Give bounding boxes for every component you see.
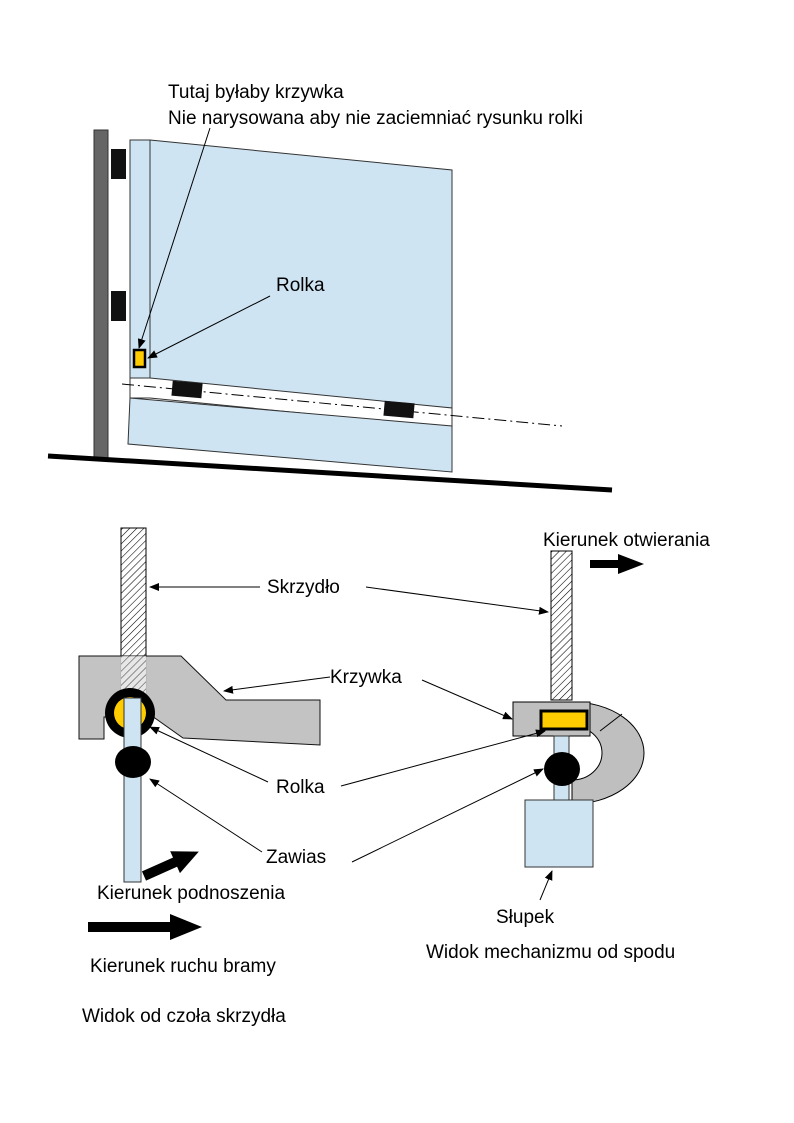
cam-leader-left <box>223 676 331 694</box>
gate-motion-label: Kierunek ruchu bramy <box>90 956 276 977</box>
hinge-block-lower <box>111 291 126 321</box>
hinge-leader-left <box>149 778 263 853</box>
hinge-oval <box>115 746 151 778</box>
roller-top-leader <box>147 295 271 359</box>
leaf-leader-right <box>365 586 549 615</box>
cam-note-line1: Tutaj byłaby krzywka <box>168 82 344 103</box>
panel-hinge-left <box>171 380 203 399</box>
leaf-label: Skrzydło <box>267 577 340 598</box>
hinge-block-upper <box>111 149 126 179</box>
opening-arrow <box>590 554 644 574</box>
gate-motion-arrow <box>88 914 202 940</box>
roller-leader-right <box>340 729 546 787</box>
post-leader <box>539 870 553 901</box>
opening-direction-label: Kierunek otwierania <box>543 530 710 551</box>
leaf-hatched-right <box>550 550 573 701</box>
hinge-leader-right <box>351 768 544 863</box>
cam-segment-line <box>599 713 623 732</box>
post-bar <box>93 129 109 459</box>
front-view: Skrzydło Krzywka Rolka Zawias Kierunek p… <box>78 527 402 1027</box>
cam-note-line2: Nie narysowana aby nie zaciemniać rysunk… <box>168 108 583 129</box>
cam-note-leader <box>137 127 211 349</box>
lower-panel <box>127 397 453 473</box>
roller-small <box>132 348 147 369</box>
ground-line <box>47 453 613 493</box>
cam-label: Krzywka <box>330 667 402 688</box>
gate-panel <box>149 139 453 409</box>
roller-label: Rolka <box>276 777 325 798</box>
roller-horizontal <box>539 709 589 731</box>
panel-hinge-right <box>383 400 415 419</box>
cam-leader-right <box>421 679 513 720</box>
lift-arrow <box>141 851 199 881</box>
post-block <box>524 799 594 868</box>
bottom-view: Kierunek otwierania Słupek Widok mechani… <box>340 530 710 963</box>
bottom-view-caption: Widok mechanizmu od spodu <box>426 942 675 963</box>
front-view-caption: Widok od czoła skrzydła <box>82 1006 286 1027</box>
hinge-oval-right <box>544 752 580 786</box>
roller-top-label: Rolka <box>276 275 325 296</box>
side-view: Tutaj byłaby krzywka Nie narysowana aby … <box>47 82 613 493</box>
hinge-label: Zawias <box>266 847 326 868</box>
post-label: Słupek <box>496 907 555 928</box>
roller-leader-left <box>149 726 269 783</box>
shaft <box>123 697 142 883</box>
lift-direction-label: Kierunek podnoszenia <box>97 883 285 904</box>
